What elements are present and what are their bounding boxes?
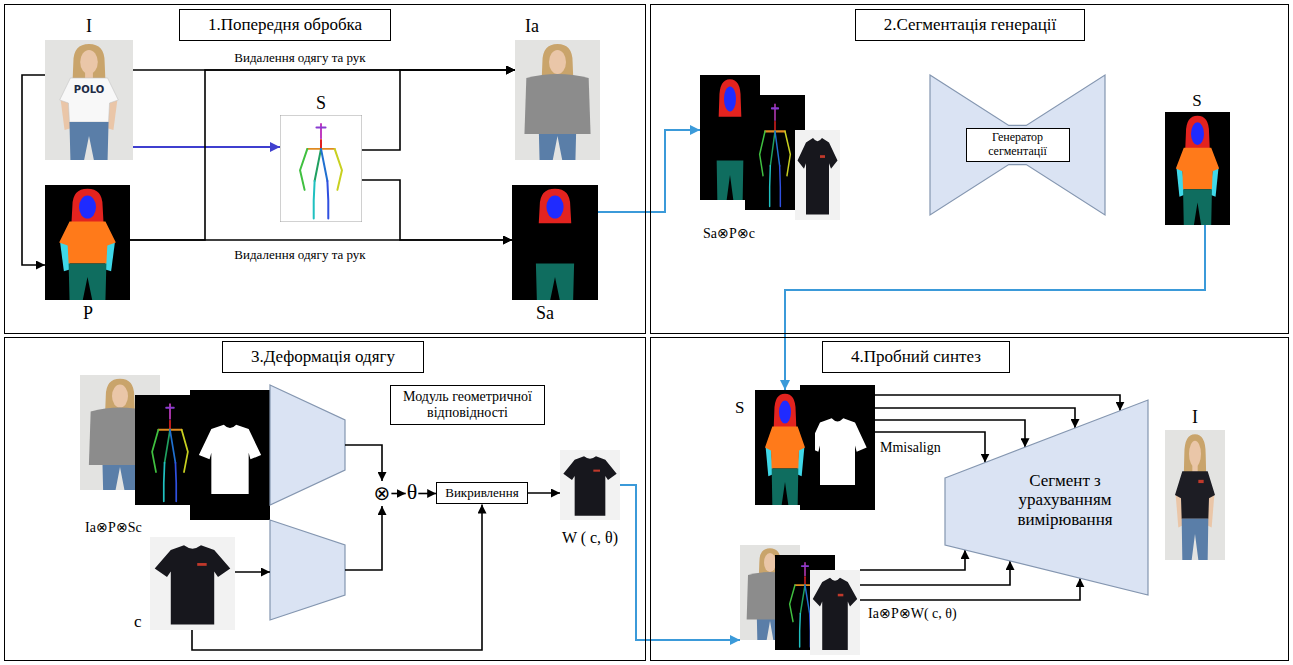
input-stack: Ia⊗P⊗W( c, θ): [740, 545, 860, 655]
pose-map: [280, 115, 362, 222]
connector: [133, 146, 280, 148]
connector: [192, 505, 482, 651]
product-symbol: ⊗: [374, 482, 391, 505]
image-label: I: [1192, 407, 1198, 428]
box-text: Генератор сегментації: [966, 128, 1070, 162]
wire: [345, 506, 382, 570]
warped-cloth: [560, 450, 620, 520]
shirt-print: POLO: [74, 84, 104, 96]
cloth-image: c: [150, 537, 235, 630]
connector-label: Видалення одягу та рук: [232, 51, 367, 66]
agnostic-parsing: Sa: [512, 185, 598, 300]
image-label: S: [735, 398, 744, 418]
parsing-map: [45, 185, 130, 300]
connector: [860, 578, 1080, 600]
panel-title: 1.Попередня обробка: [179, 9, 391, 41]
connector: [528, 492, 560, 494]
connector-label: Видалення одягу та рук: [232, 248, 367, 263]
image-label: S: [1192, 91, 1201, 111]
cloth-image: [795, 130, 840, 220]
connector: [22, 75, 45, 265]
warp-box: Викривлення: [436, 482, 528, 505]
stage-panel: 2.Сегментація генераціїSa⊗P⊗c Генератор с…: [650, 4, 1289, 334]
stage-panel: 3.Деформація одягуIa⊗P⊗SccМодуль геометр…: [4, 337, 646, 661]
encoder: [270, 520, 345, 620]
image-label: S: [316, 93, 326, 114]
agnostic-photo: [515, 40, 600, 160]
wire: [391, 493, 405, 495]
panel-title: 4.Пробний синтез: [822, 341, 1010, 373]
connector: [785, 225, 1205, 390]
cloth-mask: [190, 390, 270, 520]
box-text: Модуль геометричної відповідності: [399, 389, 536, 421]
module-box: Модуль геометричної відповідності: [390, 385, 545, 425]
result-photo: [1165, 430, 1225, 560]
parsing-map: [1165, 112, 1230, 225]
image-label: W ( c, θ): [562, 529, 618, 547]
panel-title: 3.Деформація одягу: [222, 341, 424, 373]
parsing-map: [755, 390, 815, 505]
connector: [130, 70, 515, 240]
stage-panel: 4.Пробний синтезSMmisalignСегмент з урах…: [650, 337, 1289, 661]
warped-cloth: [810, 570, 860, 655]
connector: [362, 70, 515, 150]
connector: [860, 550, 965, 570]
parsing-map: S: [755, 390, 815, 505]
cloth-image: [150, 537, 235, 630]
connector: [598, 130, 700, 212]
connector: [860, 561, 1010, 585]
parsing-map: P: [45, 185, 130, 300]
wire: [345, 445, 382, 481]
image-label: Ia⊗P⊗W( c, θ): [868, 606, 957, 622]
box-text: Викривлення: [445, 486, 519, 501]
image-label: Ia: [525, 16, 539, 37]
pose-map: S: [280, 115, 362, 222]
box-text: Сегмент з урахуванням вимірювання: [990, 471, 1140, 530]
image-label: c: [134, 612, 142, 632]
misalign-mask: Mmisalign: [800, 385, 875, 510]
wire: [418, 493, 436, 495]
try-on-generator: Сегмент з урахуванням вимірювання: [945, 400, 1148, 595]
warped-cloth: W ( c, θ): [560, 450, 620, 520]
parameter-symbol: θ: [407, 479, 418, 504]
image-label: P: [83, 303, 93, 324]
encoder: [270, 385, 345, 505]
image-label: I: [86, 16, 92, 37]
person-photo: [45, 40, 133, 160]
person-photo: I: [45, 40, 133, 160]
result-photo: I: [1165, 430, 1225, 560]
segmentation-generator: Генератор сегментації: [930, 75, 1105, 215]
image-label: Ia⊗P⊗Sc: [85, 520, 142, 536]
connector: [620, 485, 740, 640]
image-label: Sa: [536, 303, 554, 324]
input-stack: Sa⊗P⊗c: [700, 75, 840, 220]
agnostic-photo: Ia: [515, 40, 600, 160]
wire: [235, 571, 270, 573]
image-label: Sa⊗P⊗c: [703, 226, 755, 242]
panel-title: 2.Сегментація генерації: [855, 9, 1086, 41]
input-stack: Ia⊗P⊗Sc: [80, 375, 270, 520]
generated-parsing: S: [1165, 112, 1230, 225]
connector: [362, 180, 512, 240]
agnostic-parsing: [512, 185, 598, 300]
image-label: Mmisalign: [880, 440, 941, 456]
synthesis-shape: [945, 400, 1148, 595]
connector: [875, 432, 985, 463]
connector: [815, 408, 1075, 428]
generator-shape: [930, 75, 1105, 215]
